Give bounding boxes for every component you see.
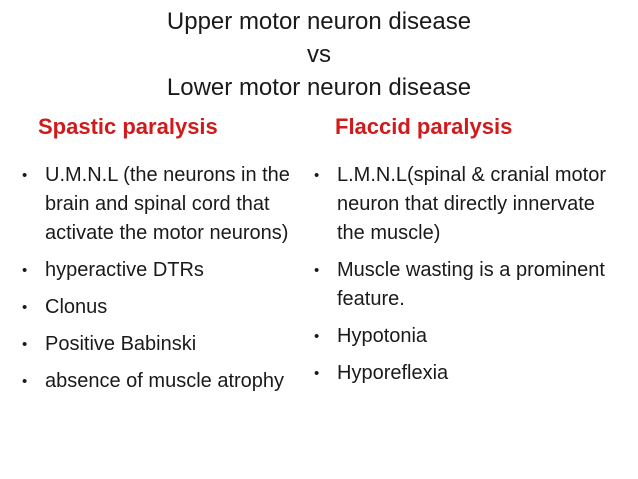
bullet-icon: • bbox=[22, 299, 28, 316]
bullet-icon: • bbox=[22, 262, 28, 279]
bullet-text: U.M.N.L (the neurons in the brain and sp… bbox=[45, 164, 290, 244]
column-flaccid-paralysis: Flaccid paralysis • L.M.N.L(spinal & cra… bbox=[312, 112, 626, 404]
bullet-text: Hypotonia bbox=[337, 325, 428, 347]
bullet-icon: • bbox=[314, 167, 320, 184]
title-line-3: Lower motor neuron disease bbox=[166, 74, 472, 101]
bullet-icon: • bbox=[22, 373, 28, 390]
bullet-icon: • bbox=[314, 365, 320, 382]
list-item: • Hypotonia bbox=[314, 322, 626, 351]
list-item: • Hyporeflexia bbox=[314, 359, 626, 388]
bullet-icon: • bbox=[22, 167, 28, 184]
bullet-list-flaccid: • L.M.N.L(spinal & cranial motor neuron … bbox=[312, 161, 626, 396]
list-item: • absence of muscle atrophy bbox=[22, 367, 300, 396]
comparison-columns: Spastic paralysis • U.M.N.L (the neurons… bbox=[0, 112, 638, 404]
title-line-1: Upper motor neuron disease bbox=[166, 8, 472, 35]
column-heading-flaccid: Flaccid paralysis bbox=[335, 114, 513, 139]
bullet-text: L.M.N.L(spinal & cranial motor neuron th… bbox=[337, 164, 606, 244]
title-line-2: vs bbox=[307, 41, 331, 68]
bullet-text: Muscle wasting is a prominent feature. bbox=[337, 259, 605, 310]
bullet-icon: • bbox=[314, 328, 320, 345]
list-item: • hyperactive DTRs bbox=[22, 256, 300, 285]
column-spastic-paralysis: Spastic paralysis • U.M.N.L (the neurons… bbox=[20, 112, 300, 404]
bullet-text: Clonus bbox=[45, 296, 108, 318]
bullet-text: Hyporeflexia bbox=[337, 362, 449, 384]
list-item: • Positive Babinski bbox=[22, 330, 300, 359]
bullet-text: hyperactive DTRs bbox=[45, 259, 204, 281]
bullet-text: absence of muscle atrophy bbox=[45, 370, 285, 392]
bullet-list-spastic: • U.M.N.L (the neurons in the brain and … bbox=[20, 161, 300, 404]
list-item: • L.M.N.L(spinal & cranial motor neuron … bbox=[314, 161, 626, 248]
bullet-icon: • bbox=[314, 262, 320, 279]
list-item: • U.M.N.L (the neurons in the brain and … bbox=[22, 161, 300, 248]
list-item: • Muscle wasting is a prominent feature. bbox=[314, 256, 626, 314]
bullet-text: Positive Babinski bbox=[45, 333, 197, 355]
bullet-icon: • bbox=[22, 336, 28, 353]
slide-title: Upper motor neuron disease vs Lower moto… bbox=[0, 0, 638, 104]
column-heading-spastic: Spastic paralysis bbox=[38, 114, 218, 139]
list-item: • Clonus bbox=[22, 293, 300, 322]
